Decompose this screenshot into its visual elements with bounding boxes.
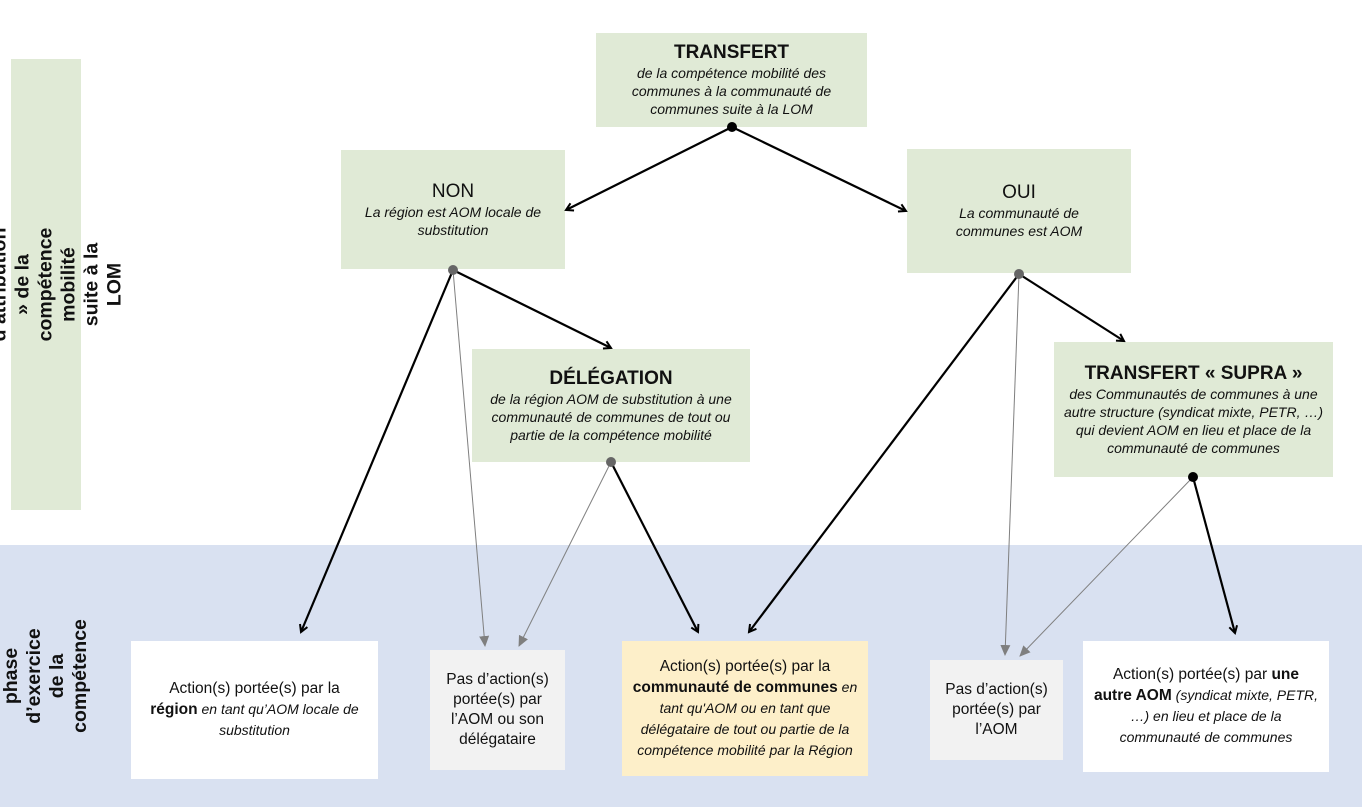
- node-transfert-supra: TRANSFERT « SUPRA » des Communautés de c…: [1054, 342, 1333, 477]
- edge-delegation-outcome-communaute: [610, 461, 698, 632]
- outcome-none-aom-text: Pas d’action(s) portée(s) par l’AOM: [945, 681, 1048, 738]
- edge-supra-outcome-other-aom: [1191, 476, 1235, 633]
- edge-non-delegation: [452, 269, 611, 348]
- origin-dot-non: [448, 265, 458, 275]
- edge-oui-transfert-supra: [1018, 273, 1124, 341]
- outcome-region-italic: en tant qu’AOM locale de substitution: [197, 701, 359, 738]
- node-transfert-title: TRANSFERT: [673, 42, 790, 63]
- edge-oui-outcome-communaute: [749, 273, 1020, 632]
- outcome-region-bold: région: [150, 701, 198, 718]
- exercise-phase-label: phase d’exercice de la compétence: [0, 545, 91, 807]
- edge-transfert-oui: [731, 126, 906, 211]
- node-oui-subtitle: La communauté de communes est AOM: [955, 205, 1083, 239]
- outcome-other-aom-prefix: Action(s) portée(s) par: [1112, 666, 1272, 683]
- outcome-other-aom: Action(s) portée(s) par une autre AOM (s…: [1083, 641, 1329, 772]
- outcome-none-delegate-text: Pas d’action(s) portée(s) par l’AOM ou s…: [446, 671, 549, 748]
- outcome-communaute-italic: en tant qu'AOM ou en tant que délégatair…: [637, 678, 858, 758]
- outcome-other-aom-bold: une autre AOM: [1093, 666, 1300, 704]
- node-delegation-subtitle: de la région AOM de substitution à une c…: [490, 390, 732, 443]
- edge-delegation-outcome-none-delegate: [518, 461, 612, 647]
- node-delegation-title: DÉLÉGATION: [549, 367, 673, 389]
- edge-supra-outcome-none-aom: [1019, 476, 1194, 657]
- outcome-other-aom-italic: (syndicat mixte, PETR, …) en lieu et pla…: [1119, 687, 1319, 745]
- origin-dot-transfert: [727, 122, 737, 132]
- outcome-communaute: Action(s) portée(s) par la communauté de…: [622, 641, 868, 776]
- outcome-region: Action(s) portée(s) par la région en tan…: [131, 641, 378, 779]
- origin-dot-supra: [1188, 472, 1198, 482]
- node-non-title: NON: [431, 180, 475, 202]
- node-non-subtitle: La région est AOM locale de substitution: [364, 203, 542, 238]
- outcome-communaute-text: Action(s) portée(s) par la communauté de…: [628, 657, 862, 761]
- node-transfert: TRANSFERT de la compétence mobilité des …: [596, 33, 867, 127]
- outcome-communaute-prefix: Action(s) portée(s) par la: [659, 657, 831, 675]
- node-transfert-supra-title: TRANSFERT « SUPRA »: [1084, 362, 1303, 384]
- edge-transfert-non: [566, 126, 733, 210]
- node-non: NON La région est AOM locale de substitu…: [341, 150, 565, 269]
- outcome-region-text: Action(s) portée(s) par la région en tan…: [145, 679, 364, 741]
- attribution-phase-label: phase « d’attribution » de la compétence…: [0, 59, 126, 510]
- origin-dot-oui: [1014, 269, 1024, 279]
- outcome-none-aom: Pas d’action(s) portée(s) par l’AOM: [930, 660, 1063, 760]
- edge-non-outcome-region: [301, 269, 455, 632]
- node-transfert-subtitle: de la compétence mobilité des communes à…: [631, 65, 832, 117]
- origin-dot-delegation: [606, 457, 616, 467]
- node-oui: OUI La communauté de communes est AOM: [907, 149, 1131, 273]
- outcome-none-delegate: Pas d’action(s) portée(s) par l’AOM ou s…: [430, 650, 565, 770]
- edge-non-outcome-none-delegate: [452, 269, 490, 647]
- node-oui-title: OUI: [1002, 182, 1036, 203]
- outcome-other-aom-text: Action(s) portée(s) par une autre AOM (s…: [1093, 665, 1319, 748]
- outcome-region-prefix: Action(s) portée(s) par la: [169, 680, 340, 697]
- edge-oui-outcome-none-aom: [1000, 273, 1020, 656]
- node-delegation: DÉLÉGATION de la région AOM de substitut…: [472, 349, 750, 462]
- node-transfert-supra-subtitle: des Communautés de communes à une autre …: [1063, 385, 1324, 456]
- outcome-communaute-bold: communauté de communes: [632, 678, 838, 696]
